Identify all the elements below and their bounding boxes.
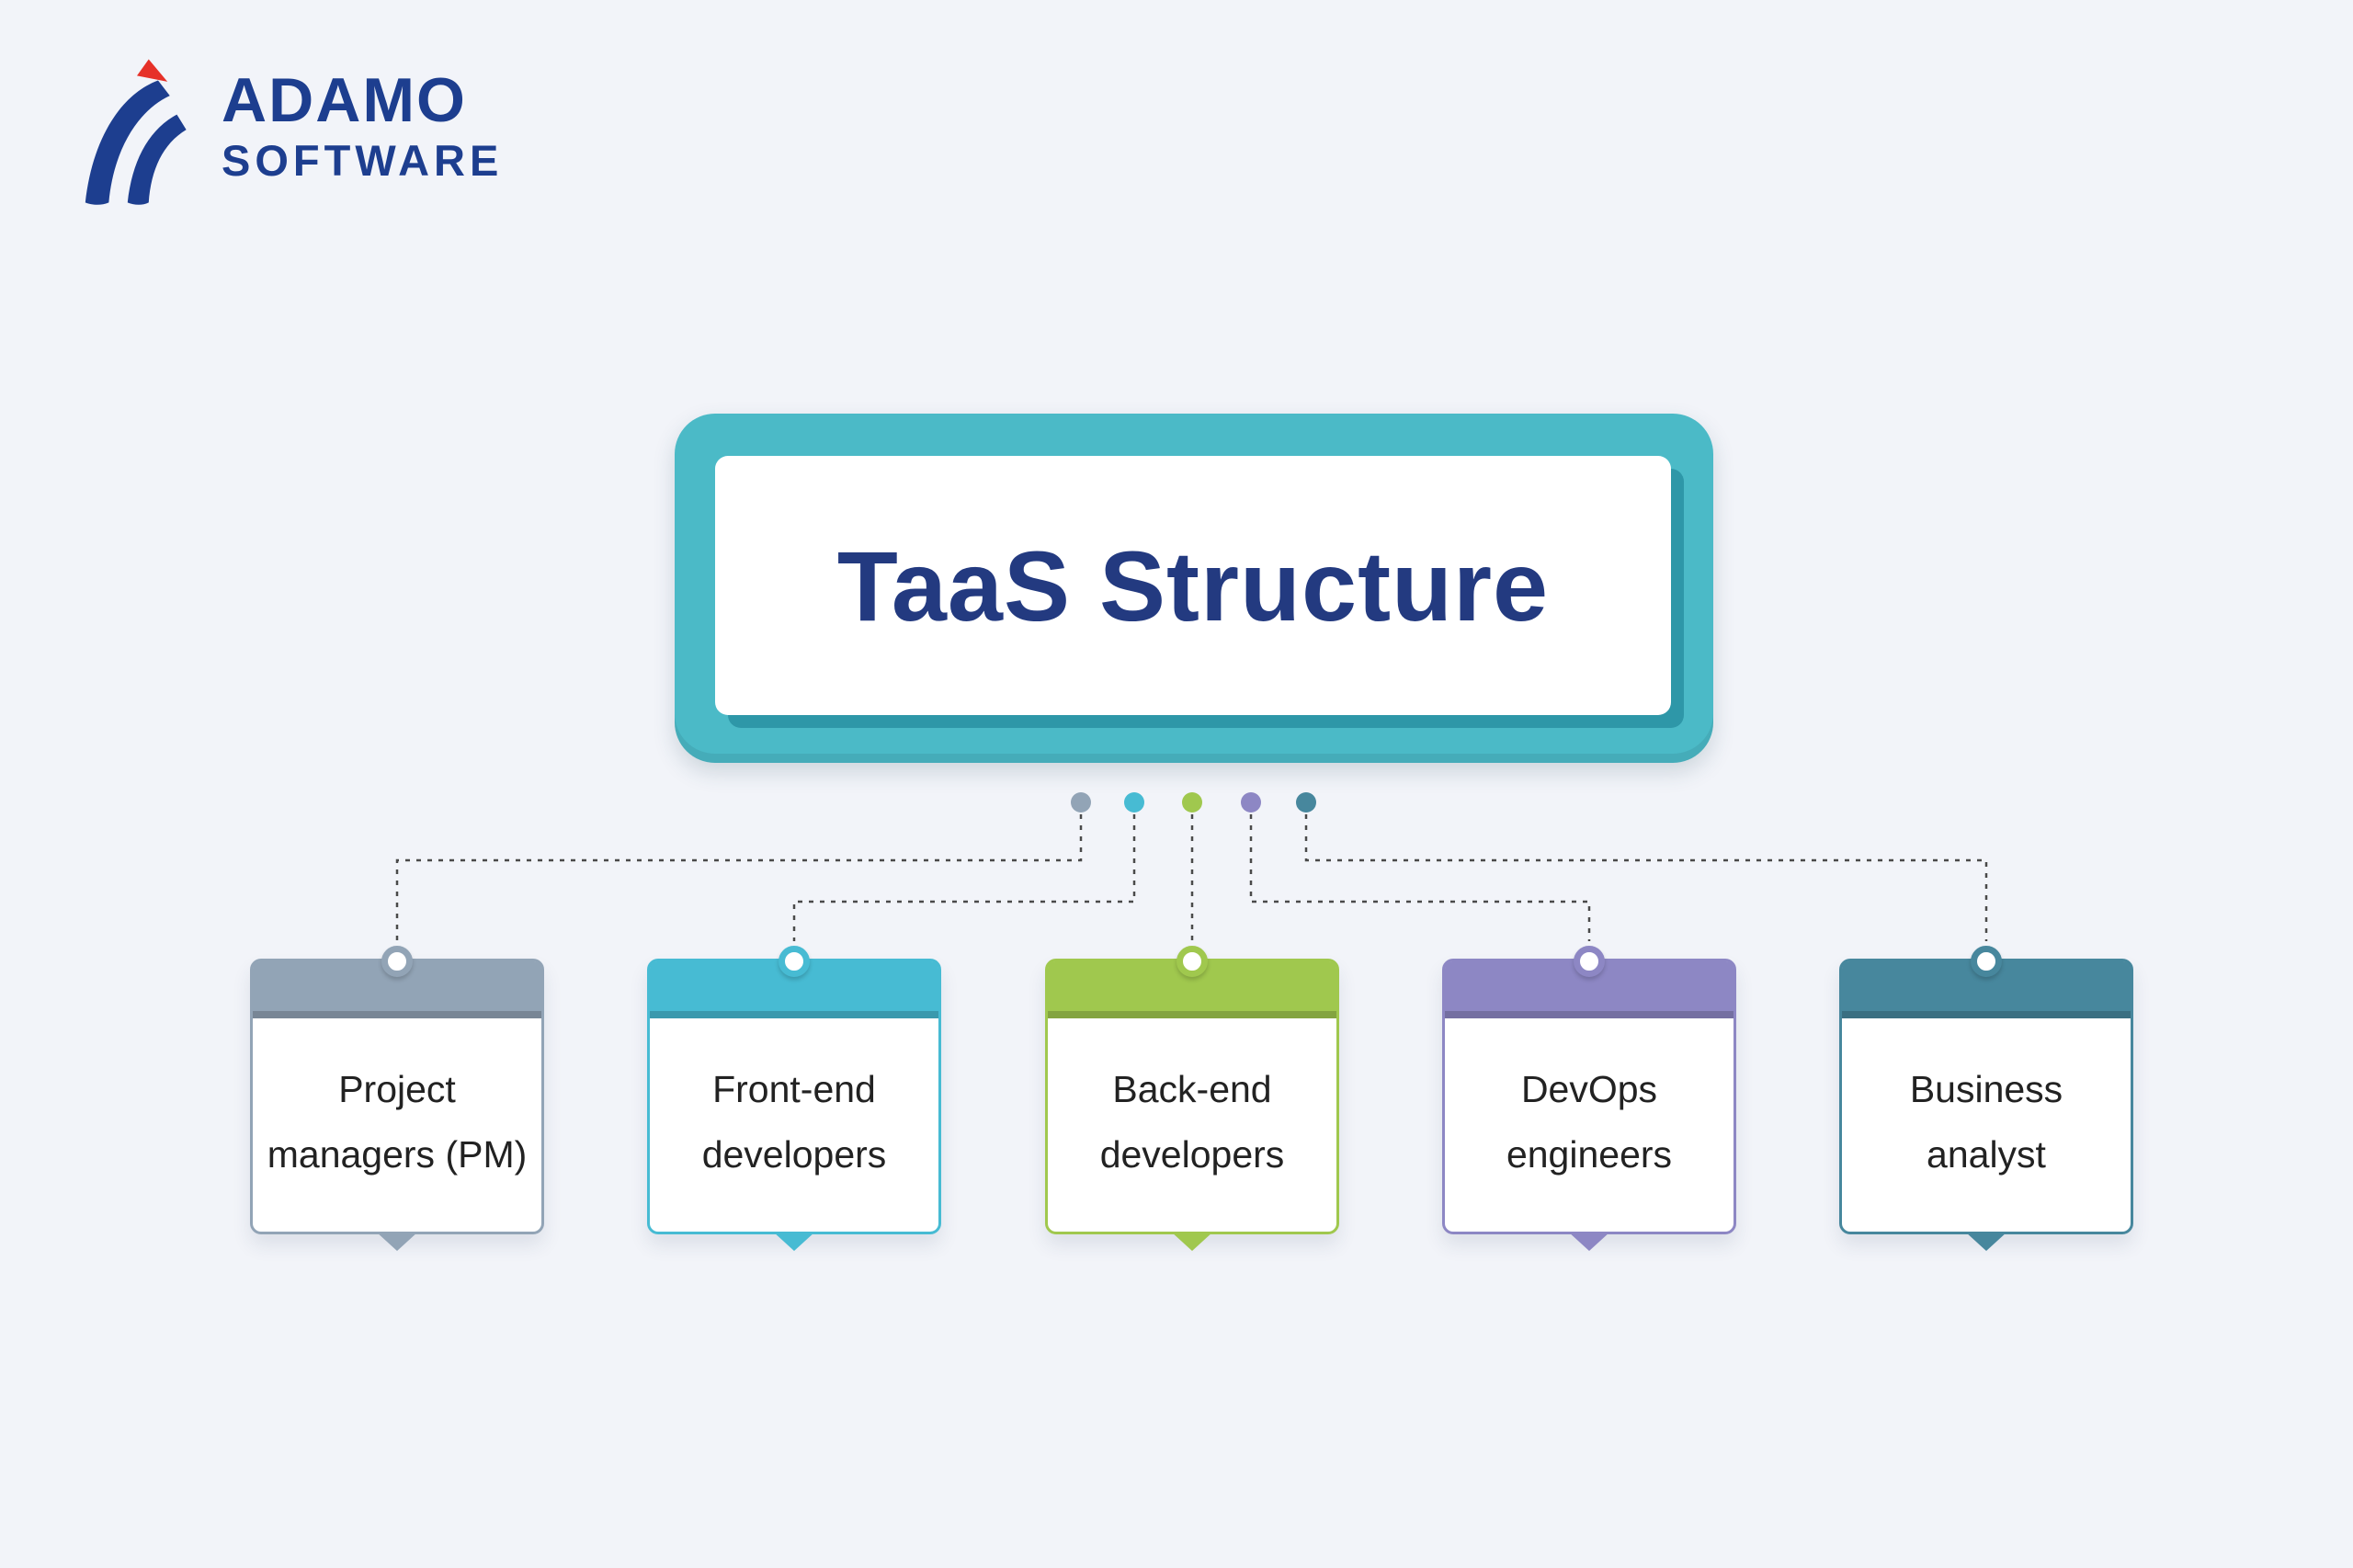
logo-text: ADAMO SOFTWARE (222, 57, 503, 185)
page-title: TaaS Structure (836, 529, 1550, 642)
connector-dot-backend (1182, 792, 1202, 812)
connector-path-devops (1249, 814, 1591, 941)
connector-path-project-managers (395, 814, 1083, 941)
node-pin-icon (381, 946, 413, 977)
connector-dot-devops (1241, 792, 1261, 812)
connector-path-frontend (792, 814, 1136, 941)
node-frontend-developers: Front-end developers (647, 946, 941, 1251)
node-pin-icon (1574, 946, 1605, 977)
connector-dot-business-analyst (1296, 792, 1316, 812)
node-notch (376, 1232, 418, 1251)
node-backend-developers: Back-end developers (1045, 946, 1339, 1251)
node-project-managers: Project managers (PM) (250, 946, 544, 1251)
connector-dot-frontend (1124, 792, 1144, 812)
connector-dot-project-managers (1071, 792, 1091, 812)
node-label: DevOps engineers (1506, 1068, 1673, 1176)
connector-path-business-analyst (1304, 814, 1988, 941)
node-pin-icon (1176, 946, 1208, 977)
title-card: TaaS Structure (715, 456, 1671, 715)
node-label: Project managers (PM) (267, 1068, 528, 1176)
node-devops-engineers: DevOps engineers (1442, 946, 1736, 1251)
node-notch (1965, 1232, 2007, 1251)
node-notch (1568, 1232, 1610, 1251)
logo-tagline: SOFTWARE (222, 136, 504, 186)
node-pin-icon (1971, 946, 2002, 977)
node-label: Business analyst (1909, 1068, 2063, 1176)
adamo-logo-icon (85, 59, 187, 205)
node-notch (773, 1232, 815, 1251)
node-business-analyst: Business analyst (1839, 946, 2133, 1251)
node-label: Front-end developers (701, 1068, 887, 1176)
logo-name: ADAMO (222, 65, 467, 135)
company-logo: ADAMO SOFTWARE (78, 57, 503, 210)
node-pin-icon (779, 946, 810, 977)
node-label: Back-end developers (1099, 1068, 1285, 1176)
title-panel: TaaS Structure (675, 414, 1713, 763)
node-notch (1171, 1232, 1213, 1251)
